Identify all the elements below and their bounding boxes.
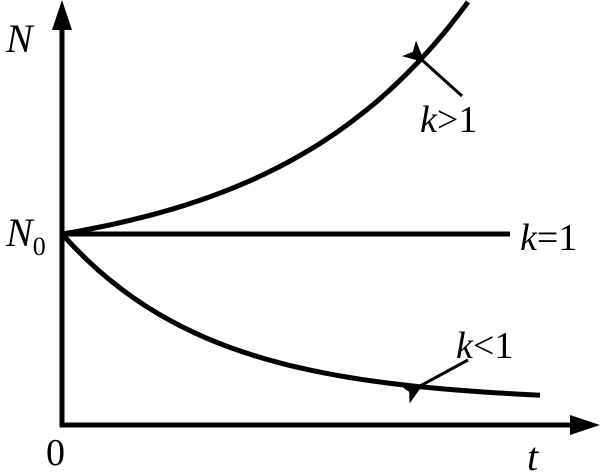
- series-label-k-eq-1: k=1: [520, 217, 577, 259]
- series-line-k-lt-1: [60, 232, 541, 398]
- series-label-op: <: [473, 325, 494, 367]
- y-axis-arrowhead: [52, 0, 72, 30]
- series-label-num: 1: [458, 99, 477, 141]
- series-label-op: >: [437, 99, 458, 141]
- y-axis-label: N: [5, 16, 35, 61]
- series-label-num: 1: [558, 217, 577, 259]
- series-label-k-gt-1: k>1: [420, 99, 477, 141]
- y-tick-subscript: 0: [33, 232, 46, 261]
- x-axis-label: t: [527, 434, 539, 472]
- series-label-k-lt-1: k<1: [456, 325, 513, 367]
- series-label-op: =: [537, 217, 558, 259]
- series-label-var: k: [520, 217, 538, 259]
- origin-label: 0: [46, 432, 65, 472]
- series-label-var: k: [456, 325, 474, 367]
- x-axis-arrowhead: [570, 415, 600, 435]
- series-line-k-gt-1: [61, 0, 470, 237]
- pointer-k-gt-1: [401, 40, 464, 98]
- series-label-num: 1: [494, 325, 513, 367]
- y-tick-main: N: [5, 210, 35, 255]
- pointer-k-lt-1: [399, 358, 469, 404]
- y-tick-label-n0: N0: [5, 210, 46, 261]
- series-label-var: k: [420, 99, 438, 141]
